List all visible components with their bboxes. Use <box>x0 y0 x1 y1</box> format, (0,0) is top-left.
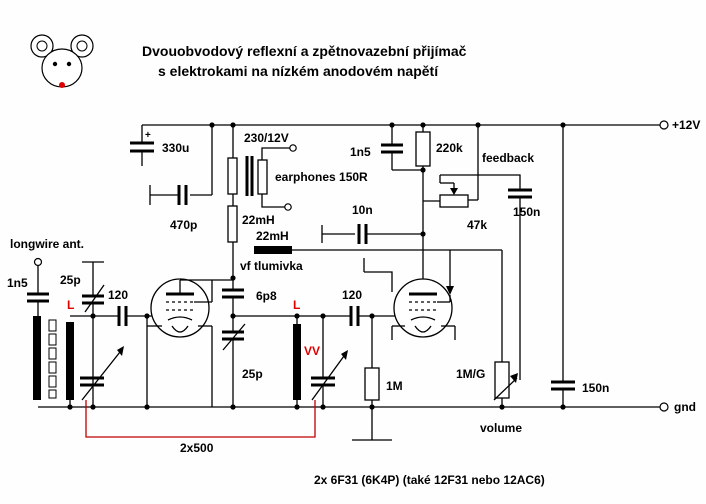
tube-1 <box>147 278 233 407</box>
gnd-label: gnd <box>674 400 696 414</box>
label-220k: 220k <box>436 141 463 155</box>
capacitor-6p8 <box>222 288 244 319</box>
output-transformer <box>227 125 297 211</box>
label-volume: volume <box>480 421 522 435</box>
capacitor-120-a <box>93 306 160 407</box>
label-gang: 2x500 <box>180 441 214 455</box>
label-150n-a: 150n <box>513 205 540 219</box>
label-1n5-left: 1n5 <box>7 276 28 290</box>
capacitor-1n5-top <box>381 125 423 171</box>
trimmer-25p-a <box>82 261 105 407</box>
label-coil-l1: L <box>67 298 74 312</box>
capacitor-10n <box>321 224 423 244</box>
label-tubes: 2x 6F31 (6K4P) (také 12F31 nebo 12AC6) <box>314 473 545 487</box>
label-earphones: earphones 150R <box>275 170 368 184</box>
label-coil-vv: VV <box>304 344 320 358</box>
gang-link-2x500 <box>85 400 316 438</box>
variable-capacitor-2 <box>297 313 348 407</box>
coil-vv <box>293 313 301 407</box>
label-transformer: 230/12V <box>244 131 289 145</box>
choke-22mh-b <box>254 246 454 295</box>
title-line-1: Dvouobvodový reflexní a zpětnovazební př… <box>142 43 467 59</box>
label-120-b: 120 <box>342 288 362 302</box>
label-1n5-top: 1n5 <box>350 145 371 159</box>
label-10n: 10n <box>352 203 373 217</box>
label-feedback: feedback <box>482 151 534 165</box>
plus12v-rail <box>142 120 669 130</box>
resistor-1m <box>352 367 392 441</box>
variable-capacitor-1 <box>80 346 124 401</box>
plus12v-label: +12V <box>672 118 700 132</box>
label-1m: 1M <box>386 379 403 393</box>
label-coil-l2: L <box>293 298 300 312</box>
label-longwire: longwire ant. <box>10 237 84 251</box>
gnd-rail <box>38 402 669 412</box>
label-150n-b: 150n <box>582 381 609 395</box>
label-6p8: 6p8 <box>256 289 277 303</box>
capacitor-470p <box>149 125 213 205</box>
label-25p-a: 25p <box>60 273 81 287</box>
label-vf: vf tlumivka <box>240 259 303 273</box>
label-22mh-a: 22mH <box>242 213 275 227</box>
label-pot: 1M/G <box>456 367 485 381</box>
label-470p: 470p <box>170 218 197 232</box>
tube-2 <box>363 258 456 340</box>
choke-22mh-a <box>227 205 238 290</box>
label-47k: 47k <box>467 218 487 232</box>
capacitor-120-b <box>323 306 400 368</box>
feedback-pot-47k <box>423 125 532 365</box>
trimmer-25p-b <box>222 315 297 407</box>
label-330u: 330u <box>162 141 189 155</box>
antenna-input <box>27 257 93 407</box>
mouse-face-icon <box>30 34 94 88</box>
capacitor-330u: + <box>130 125 154 166</box>
volume-pot-1m <box>450 249 521 407</box>
capacitor-150n-b <box>551 125 575 407</box>
label-25p-b: 25p <box>242 367 263 381</box>
label-120-a: 120 <box>108 288 128 302</box>
title-line-2: s elektrokami na nízkém anodovém napětí <box>158 63 439 79</box>
label-22mh-b: 22mH <box>256 229 289 243</box>
svg-text:+: + <box>145 130 151 141</box>
resistor-220k <box>415 125 431 290</box>
